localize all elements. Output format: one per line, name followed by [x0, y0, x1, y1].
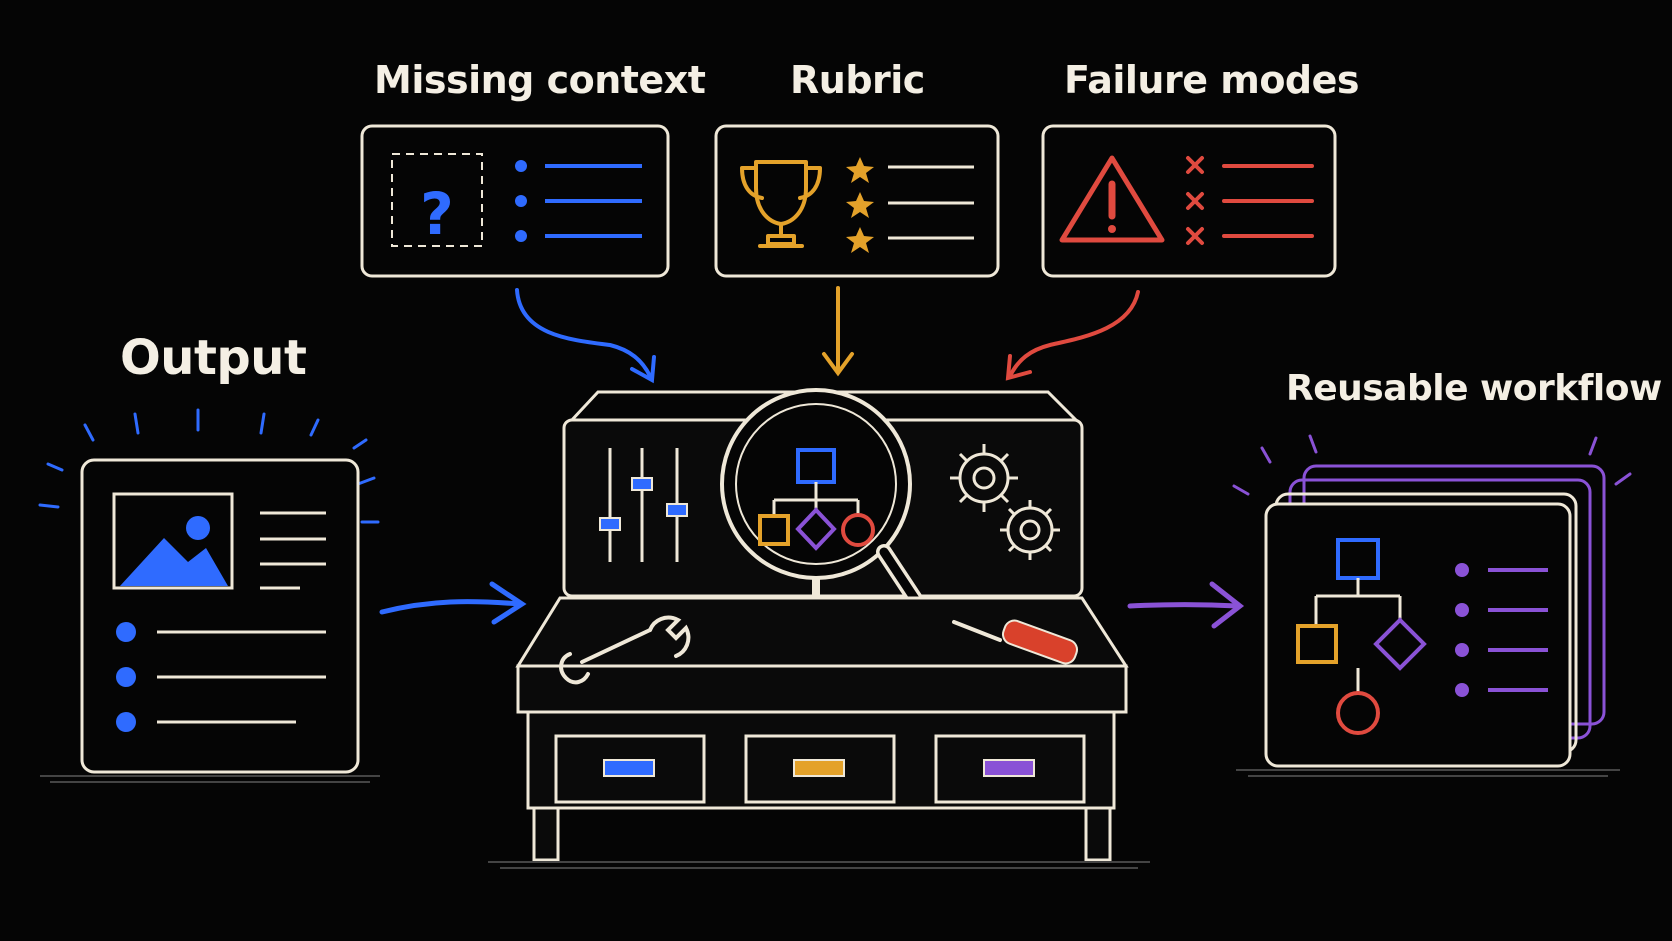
- output-glow-lines: [38, 408, 380, 524]
- failure-modes-card: [1041, 124, 1337, 278]
- workbench-shadow-hatching: [488, 861, 1150, 869]
- image-placeholder-icon: [112, 492, 234, 590]
- warning-triangle-icon: [1059, 155, 1165, 243]
- mini-flowchart-icon: [758, 448, 875, 551]
- rubric-star-list-icon: [846, 157, 974, 253]
- reusable-shadow-hatching: [1236, 769, 1620, 777]
- workbench-icon: [488, 388, 1150, 869]
- screwdriver-icon: [952, 619, 1078, 665]
- output-bullet-list-icon: [116, 622, 326, 732]
- rubric-card: [714, 124, 1000, 278]
- arrow-missing-context: [515, 288, 656, 384]
- drawer-row: [526, 710, 1116, 810]
- gear-icon: [950, 444, 1060, 560]
- reusable-bullet-list-icon: [1455, 563, 1548, 697]
- failure-x-list-icon: [1186, 156, 1314, 245]
- flowchart-stack-icon: [1296, 538, 1427, 735]
- missing-context-card: ?: [360, 124, 670, 278]
- missing-context-title: Missing context: [374, 58, 706, 102]
- reusable-workflow-card-stack: [1232, 434, 1632, 777]
- output-title: Output: [120, 330, 307, 386]
- failure-modes-title: Failure modes: [1064, 58, 1360, 102]
- arrow-output-to-workbench: [379, 581, 527, 625]
- svg-text:?: ?: [420, 180, 454, 248]
- reusable-workflow-title: Reusable workflow: [1286, 368, 1662, 409]
- slider-controls-icon: [599, 448, 688, 562]
- reusable-glow-lines: [1232, 434, 1632, 496]
- arrow-rubric: [822, 286, 854, 377]
- arrow-failure-modes: [1005, 290, 1140, 381]
- output-text-lines-icon: [260, 511, 326, 590]
- missing-context-list-icon: [515, 160, 642, 242]
- wrench-icon: [559, 615, 691, 685]
- question-mark-icon: ?: [391, 153, 483, 248]
- workbench-legs: [532, 806, 1112, 862]
- output-card: [38, 408, 380, 783]
- trophy-icon: [740, 160, 822, 248]
- output-shadow-hatching: [40, 775, 380, 783]
- arrow-workbench-to-reusable: [1127, 581, 1245, 629]
- rubric-title: Rubric: [790, 58, 925, 102]
